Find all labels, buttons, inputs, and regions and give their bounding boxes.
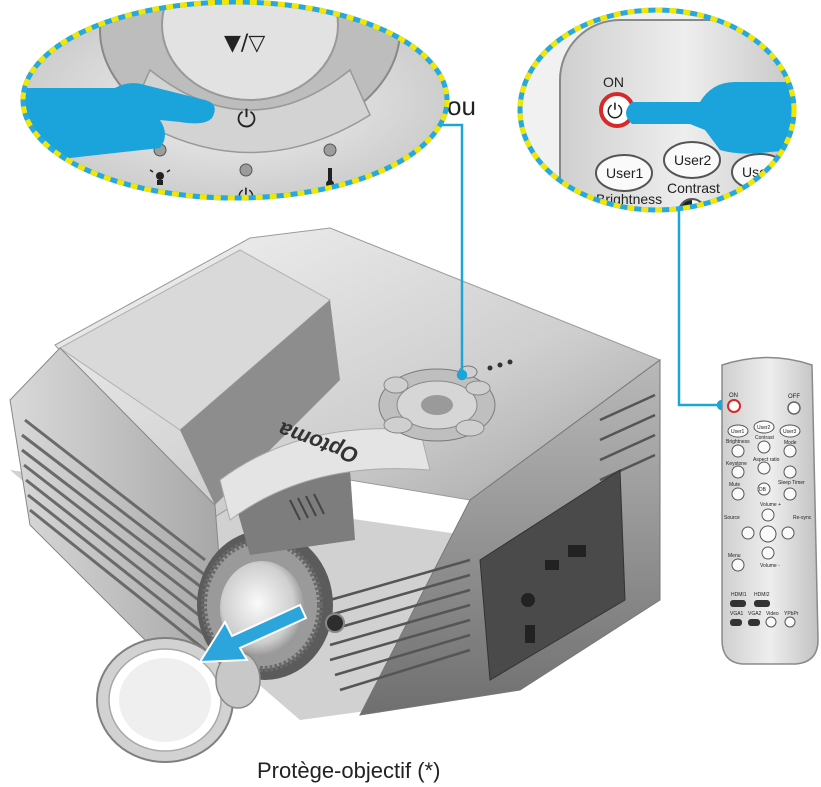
status-leds: [153, 143, 337, 177]
remote-control: ON OFF User1 User2 User3 Brightness Cont…: [721, 356, 819, 665]
remote-ypbpr-label: YPbPr: [784, 611, 799, 617]
remote-dbd-button[interactable]: [757, 482, 771, 496]
remote-keystone-button[interactable]: [731, 465, 745, 479]
zoom-user1-label: User1: [606, 165, 644, 181]
remote-user3-button[interactable]: [779, 424, 801, 438]
remote-brightness-label: Brightness: [726, 439, 750, 445]
remote-sleep-label: Sleep Timer: [778, 480, 805, 486]
projector-keypad[interactable]: [378, 359, 513, 442]
remote-left-button[interactable]: [741, 526, 755, 540]
remote-up-button[interactable]: [761, 508, 775, 522]
remote-right-button[interactable]: [781, 526, 795, 540]
remote-contrast-button[interactable]: [757, 440, 771, 454]
zoom-on-label: ON: [603, 74, 624, 90]
remote-resync-label: Re-sync: [793, 515, 812, 521]
side-grille: [329, 393, 656, 692]
remote-mode-button[interactable]: [783, 444, 797, 458]
remote-user1-label: User1: [731, 429, 745, 435]
remote-vga2-button[interactable]: [748, 619, 760, 626]
remote-menu-button[interactable]: [731, 558, 745, 572]
zoom-user2-button[interactable]: [663, 141, 721, 179]
remote-3d-button[interactable]: [783, 465, 797, 479]
remote-down-button[interactable]: [761, 546, 775, 560]
remote-aspect-label: Aspect ratio: [753, 457, 780, 463]
remote-off-button[interactable]: [787, 401, 801, 415]
remove-arrow-icon: [198, 603, 308, 664]
remote-zoom-callout: ON ⏻ OFF User1 User2 User3 Brightness Co…: [517, 7, 797, 213]
keypad-down-trapezoid-button[interactable]: ▼/▽: [224, 31, 265, 56]
led-power-icon: ⏻: [238, 184, 254, 208]
remote-source-label: Source: [724, 515, 740, 521]
remote-vga1-label: VGA1: [730, 611, 744, 617]
remote-enter-button[interactable]: [759, 525, 777, 543]
keypad-zoom-callout: ▼/▽ ⏻ ⏻: [20, 0, 450, 208]
remote-keystone-label: Keystone: [726, 461, 747, 467]
remote-vga1-button[interactable]: [730, 619, 742, 626]
lens-cap: [96, 637, 261, 763]
remote-user3-label: User3: [783, 429, 797, 435]
remote-aspect-button[interactable]: [757, 461, 771, 475]
remote-off-label: OFF: [788, 394, 800, 400]
remote-vga2-label: VGA2: [748, 611, 762, 617]
remote-dbd-label: DB: [759, 487, 767, 493]
remote-mute-label: Mute: [729, 482, 740, 488]
remote-video-label: Video: [766, 611, 779, 617]
remote-user2-label: User2: [757, 425, 771, 431]
remote-sleep-button[interactable]: [783, 487, 797, 501]
remote-on-button[interactable]: [727, 399, 741, 413]
remote-user1-button[interactable]: [727, 424, 749, 438]
or-label: ou: [447, 91, 476, 121]
remote-contrast-label: Contrast: [755, 435, 775, 441]
remote-hdmi1-label: HDMI1: [731, 592, 747, 598]
keypad-power-button[interactable]: ⏻: [237, 105, 256, 133]
remote-brightness-button[interactable]: [731, 444, 745, 458]
zoom-on-button[interactable]: ⏻: [607, 99, 623, 123]
remote-volume-plus-label: Volume +: [760, 502, 781, 508]
projector: Optoma: [9, 227, 662, 763]
remote-hdmi2-button[interactable]: [754, 600, 770, 607]
pointing-hand-icon: [626, 82, 794, 154]
remote-hdmi2-label: HDMI2: [754, 592, 770, 598]
zoom-contrast-label: Contrast: [667, 180, 720, 196]
remote-hdmi1-button[interactable]: [730, 600, 746, 607]
remote-user2-button[interactable]: [753, 420, 775, 434]
remote-menu-label: Menu: [728, 553, 741, 559]
remote-mute-button[interactable]: [731, 487, 745, 501]
remote-on-label: ON: [729, 393, 738, 399]
zoom-user2-label: User2: [674, 152, 712, 168]
remote-video-button[interactable]: [765, 616, 777, 628]
front-grille: [21, 418, 206, 652]
remote-volume-minus-label: Volume -: [760, 563, 780, 569]
lamp-icon: [149, 169, 171, 185]
remote-mode-label: Mode: [784, 440, 797, 446]
zoom-mode-label: Mode: [740, 193, 775, 209]
lens-cap-caption: Protège-objectif (*): [257, 758, 440, 783]
zoom-user1-button[interactable]: [595, 154, 653, 192]
pointing-hand-icon: [23, 83, 215, 159]
remote-ypbpr-button[interactable]: [784, 616, 796, 628]
